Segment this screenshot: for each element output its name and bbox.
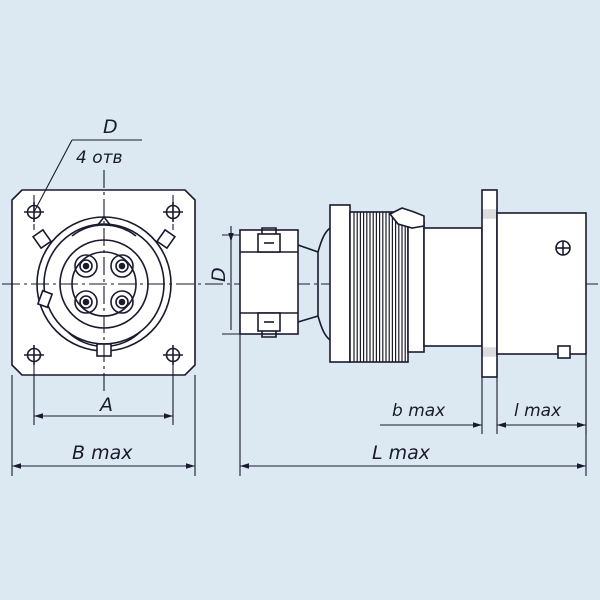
label-flange-thickness: b max <box>392 401 446 421</box>
label-hole-diameter: D <box>103 116 118 138</box>
coupling-nut <box>329 204 351 363</box>
connector-body <box>423 227 483 347</box>
label-connector-diameter: D <box>208 267 230 282</box>
dimensions <box>11 139 587 476</box>
knurled-grip <box>353 212 406 362</box>
cable-clamp <box>239 227 331 341</box>
label-rear-length: l max <box>514 401 562 421</box>
label-total-length: L max <box>372 442 431 464</box>
rear-housing <box>496 212 587 355</box>
side-view <box>239 189 587 378</box>
label-flange-width: B max <box>72 442 133 464</box>
label-mounting-spacing: A <box>98 394 113 416</box>
label-hole-count: 4 отв <box>76 148 123 168</box>
contact-pins <box>74 254 134 314</box>
